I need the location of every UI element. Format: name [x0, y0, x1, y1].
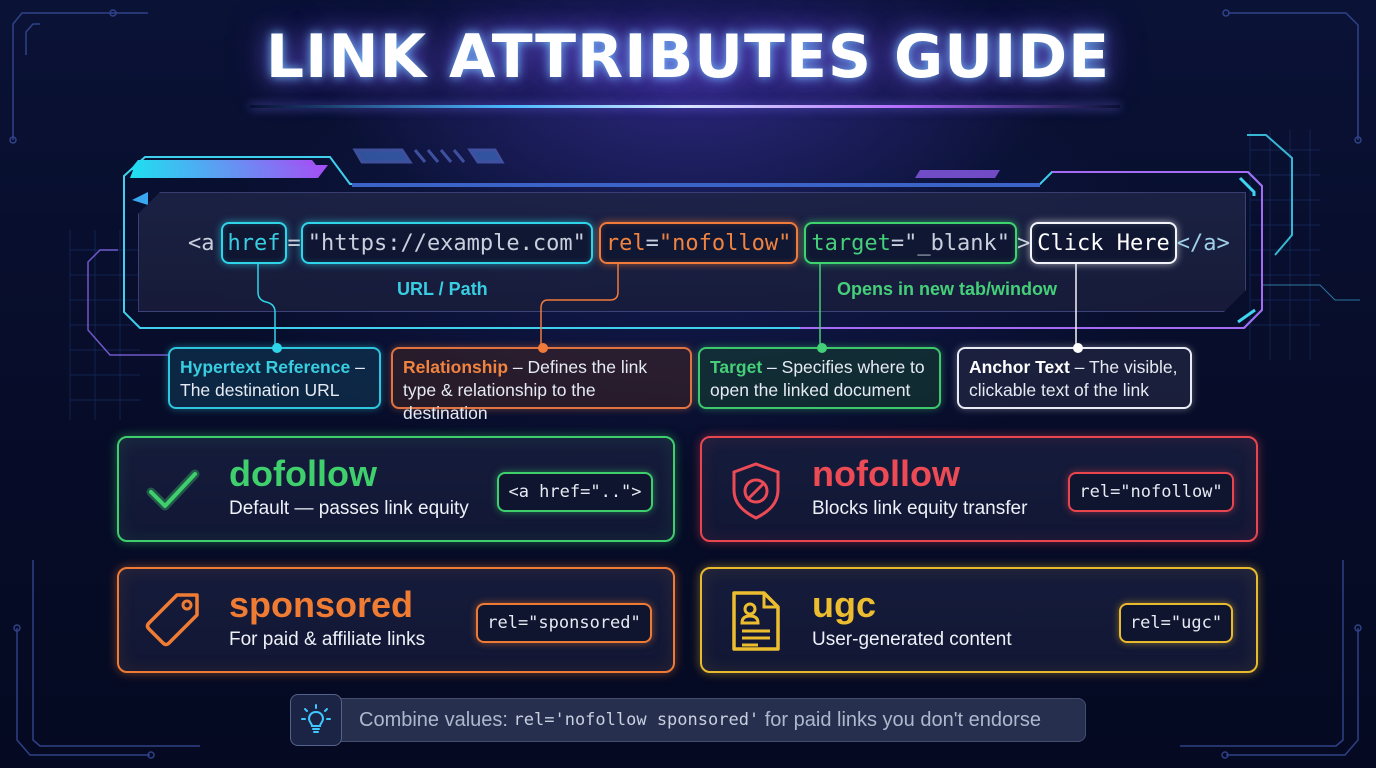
separator: –: [508, 357, 528, 377]
sponsored-description: For paid & affiliate links: [229, 629, 426, 650]
dofollow-title: dofollow: [229, 453, 377, 494]
target-description: Specifies where to open the linked docum…: [710, 357, 925, 400]
tip-code: rel='nofollow sponsored': [513, 710, 760, 730]
connector-dot: [538, 343, 548, 353]
target-term: Target: [710, 357, 763, 377]
tip-suffix: for paid links you don't endorse: [759, 708, 1041, 731]
target-value: "_blank": [904, 230, 1011, 256]
anchor-explanation: Anchor Text – The visible, clickable tex…: [957, 343, 1192, 409]
sponsored-code: rel="sponsored": [476, 603, 652, 643]
close-tag: </a>: [1176, 230, 1230, 256]
href-equals: =: [287, 230, 301, 256]
rel-attribute-chip[interactable]: rel="nofollow": [598, 222, 799, 264]
anchor-description: The visible, clickable text of the link: [969, 357, 1178, 400]
href-explanation: Hypertext Reference – The destination UR…: [168, 343, 381, 409]
user-document-icon: [732, 591, 780, 651]
checkmark-icon: [146, 469, 200, 511]
separator: –: [350, 357, 365, 377]
sponsored-title: sponsored: [229, 584, 414, 625]
target-equals: =: [890, 230, 905, 256]
target-attribute-chip[interactable]: target="_blank": [804, 222, 1018, 264]
href-value-chip[interactable]: "https://example.com": [300, 222, 593, 264]
target-explanation: Target – Specifies where to open the lin…: [698, 343, 941, 409]
href-term: Hypertext Reference: [180, 357, 351, 377]
target-attribute: target: [811, 230, 891, 256]
shield-block-icon: [732, 462, 780, 520]
title-underline: [250, 105, 1120, 108]
code-example: <a href = "https://example.com" rel="nof…: [188, 222, 1230, 264]
ugc-title: ugc: [812, 584, 877, 625]
connector-dot: [817, 343, 827, 353]
ugc-description: User-generated content: [812, 629, 1012, 650]
dofollow-code: <a href="..">: [497, 472, 653, 512]
nofollow-code: rel="nofollow": [1068, 472, 1234, 512]
lightbulb-icon: [301, 704, 331, 733]
href-description: The destination URL: [180, 380, 340, 400]
nofollow-title: nofollow: [812, 453, 960, 494]
target-note: Opens in new tab/window: [837, 279, 1058, 299]
dofollow-card: dofollow Default — passes link equity <a…: [117, 436, 675, 542]
href-attribute: href: [227, 230, 281, 256]
nofollow-card: nofollow Blocks link equity transfer rel…: [700, 436, 1258, 542]
anchor-text-chip[interactable]: Click Here: [1030, 222, 1177, 264]
price-tag-icon: [145, 593, 199, 647]
nofollow-description: Blocks link equity transfer: [812, 498, 1028, 519]
sponsored-card: sponsored For paid & affiliate links rel…: [117, 567, 675, 673]
anchor-text: Click Here: [1037, 230, 1170, 256]
rel-attribute: rel: [605, 230, 646, 256]
connector-dot: [1073, 343, 1083, 353]
dofollow-description: Default — passes link equity: [229, 498, 469, 519]
tip-bar: Combine values: rel='nofollow sponsored'…: [340, 698, 1086, 742]
url-path-note: URL / Path: [397, 279, 488, 299]
connector-dot: [272, 343, 282, 353]
page-title: LINK ATTRIBUTES GUIDE: [265, 22, 1111, 92]
href-value: "https://example.com": [307, 230, 586, 256]
rel-equals: =: [645, 230, 659, 256]
separator: –: [1069, 357, 1089, 377]
separator: –: [762, 357, 782, 377]
rel-explanation: Relationship – Defines the link type & r…: [391, 343, 692, 423]
tip-prefix: Combine values:: [359, 708, 514, 731]
tag-close: >: [1017, 230, 1031, 256]
ugc-card: ugc User-generated content rel="ugc": [700, 567, 1258, 673]
ugc-code: rel="ugc": [1119, 603, 1233, 643]
tip-icon-box: [290, 694, 342, 746]
anchor-term: Anchor Text: [969, 357, 1070, 377]
href-attribute-chip[interactable]: href: [220, 222, 288, 264]
rel-term: Relationship: [403, 357, 509, 377]
open-tag: <a: [188, 230, 215, 256]
rel-description: Defines the link type & relationship to …: [403, 357, 648, 423]
rel-value: "nofollow": [658, 230, 792, 256]
